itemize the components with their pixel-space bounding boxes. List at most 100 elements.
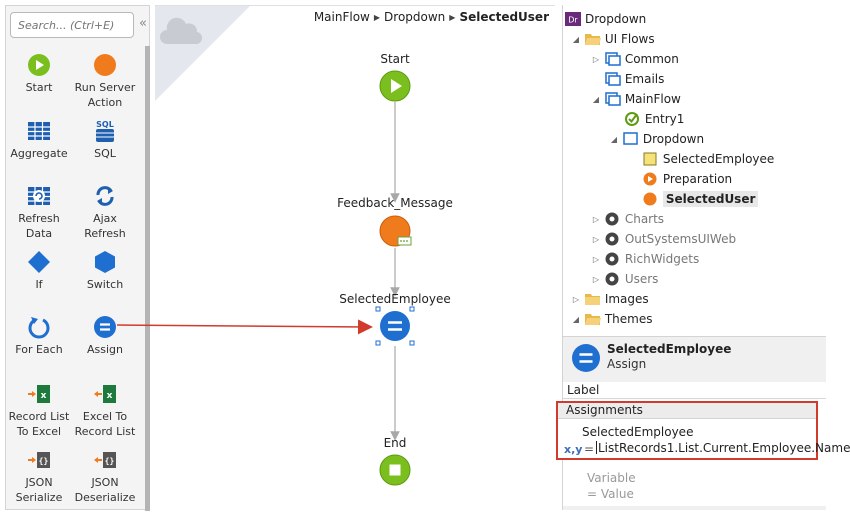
switch-icon — [95, 251, 115, 273]
ui-flow-icon — [605, 52, 621, 66]
tool-ajax-refresh[interactable]: Ajax Refresh — [72, 184, 138, 241]
tool-json-serialize[interactable]: {} JSON Serialize — [6, 448, 72, 505]
tool-assign[interactable]: Assign — [72, 315, 138, 357]
assign-icon — [94, 316, 116, 338]
tool-refresh-data[interactable]: Refresh Data — [6, 184, 72, 241]
tree-item-entry1[interactable]: Entry1 — [611, 109, 684, 129]
collapsed-arrow-icon[interactable]: ▷ — [572, 295, 580, 304]
expanded-arrow-icon[interactable]: ◢ — [610, 135, 618, 144]
tool-label: Refresh Data — [18, 212, 60, 240]
toolbox-panel: « Start Run Server Action Aggregate SQL … — [5, 5, 150, 511]
tool-run-server-action[interactable]: Run Server Action — [72, 53, 138, 110]
toolbox-scrollbar[interactable] — [145, 46, 150, 511]
tool-excel-to-record-list[interactable]: x Excel To Record List — [72, 382, 138, 439]
expanded-arrow-icon[interactable]: ◢ — [592, 95, 600, 104]
tree-item-label: OutSystemsUIWeb — [624, 232, 737, 246]
tree-item-label: Emails — [624, 72, 665, 86]
flow-canvas[interactable]: MainFlow▶Dropdown▶SelectedUser Start Fee… — [116, 5, 555, 510]
properties-subtitle: Assign — [607, 357, 647, 371]
tree-item-ui-flows[interactable]: ◢ UI Flows — [571, 29, 655, 49]
node-label-selected-employee: SelectedEmployee — [339, 292, 451, 306]
module-icon: Dr — [565, 12, 581, 26]
tree-item-themes[interactable]: ◢ Themes — [571, 309, 653, 329]
tree-item-label: RichWidgets — [624, 252, 700, 266]
assign-icon — [572, 344, 600, 372]
collapsed-arrow-icon[interactable]: ▷ — [592, 215, 600, 224]
entry-icon — [624, 112, 639, 126]
folder-open-icon — [584, 314, 601, 325]
folder-icon — [584, 294, 600, 305]
collapsed-arrow-icon[interactable]: ▷ — [592, 235, 600, 244]
tree-item-emails[interactable]: Emails — [591, 69, 664, 89]
tree-item-label: MainFlow — [624, 92, 681, 106]
server-action-node-icon[interactable] — [379, 215, 413, 249]
breadcrumb-item-dropdown[interactable]: Dropdown — [384, 10, 446, 24]
tree-item-outsystemsuiweb[interactable]: ▷ OutSystemsUIWeb — [591, 229, 736, 249]
start-node-icon[interactable] — [379, 70, 411, 102]
collapsed-arrow-icon[interactable]: ▷ — [592, 55, 600, 64]
tree-item-images[interactable]: ▷ Images — [571, 289, 649, 309]
collapse-toolbox-button[interactable]: « — [139, 16, 147, 31]
properties-header: SelectedEmployee Assign — [563, 336, 826, 382]
assignment-variable[interactable]: SelectedEmployee — [582, 425, 694, 439]
node-label-feedback: Feedback_Message — [337, 196, 453, 210]
start-icon — [28, 54, 50, 76]
tool-sql[interactable]: SQL SQL — [72, 119, 138, 161]
tree-item-label: Entry1 — [644, 112, 685, 126]
tree-item-label: Images — [604, 292, 649, 306]
assignments-caption: Assignments — [558, 403, 816, 419]
tool-label: Run Server Action — [74, 81, 136, 109]
assign-node-icon[interactable] — [375, 306, 415, 346]
tool-if[interactable]: If — [6, 250, 72, 292]
end-node-icon[interactable] — [379, 454, 411, 486]
preparation-icon — [643, 172, 657, 186]
tree-item-mainflow[interactable]: ◢ MainFlow — [591, 89, 681, 109]
tree-item-common[interactable]: ▷ Common — [591, 49, 679, 69]
assignments-section: Assignments SelectedEmployee x,y = ListR… — [556, 401, 850, 460]
label-property-row[interactable]: Label — [563, 381, 826, 399]
tree-item-label: Users — [624, 272, 659, 286]
tree-item-users[interactable]: ▷ Users — [591, 269, 659, 289]
collapsed-arrow-icon[interactable]: ▷ — [592, 255, 600, 264]
assignment-equals: = — [584, 442, 595, 456]
tree-item-dropdown-screen[interactable]: ◢ Dropdown — [609, 129, 704, 149]
tree-item-label: Charts — [624, 212, 665, 226]
tool-switch[interactable]: Switch — [72, 250, 138, 292]
flow-connectors — [116, 102, 400, 441]
tool-aggregate[interactable]: Aggregate — [6, 119, 72, 161]
tool-label: Assign — [87, 343, 123, 356]
tree-item-label: Preparation — [662, 172, 733, 186]
tree-item-label: SelectedUser — [662, 191, 759, 207]
new-assignment-variable[interactable]: Variable — [587, 471, 636, 485]
toolbox-search-input[interactable] — [10, 12, 134, 38]
tool-for-each[interactable]: For Each — [6, 315, 72, 357]
tree-item-selected-user[interactable]: SelectedUser — [629, 189, 759, 209]
tree-item-preparation[interactable]: Preparation — [629, 169, 732, 189]
module-badge-text: Dr — [568, 16, 578, 25]
assignment-value-input[interactable]: ListRecords1.List.Current.Employee.Name — [598, 441, 850, 455]
tree-item-charts[interactable]: ▷ Charts — [591, 209, 664, 229]
tool-record-list-to-excel[interactable]: x Record List To Excel — [6, 382, 72, 439]
expanded-arrow-icon[interactable]: ◢ — [572, 35, 580, 44]
breadcrumb-item-mainflow[interactable]: MainFlow — [313, 10, 370, 24]
tool-label: SQL — [94, 147, 116, 160]
tree-item-richwidgets[interactable]: ▷ RichWidgets — [591, 249, 699, 269]
if-icon — [28, 251, 50, 273]
ajax-refresh-icon — [96, 186, 114, 206]
tool-json-deserialize[interactable]: {} JSON Deserialize — [72, 448, 138, 505]
tree-item-label: Themes — [604, 312, 653, 326]
tool-start[interactable]: Start — [6, 53, 72, 95]
tool-label: Switch — [86, 278, 124, 291]
sql-icon-text: SQL — [96, 120, 114, 129]
tool-label: Excel To Record List — [74, 410, 136, 438]
breadcrumb-item-current: SelectedUser — [459, 10, 549, 24]
expanded-arrow-icon[interactable]: ◢ — [572, 315, 580, 324]
tree-item-selected-employee[interactable]: SelectedEmployee — [629, 149, 774, 169]
collapsed-arrow-icon[interactable]: ▷ — [592, 275, 600, 284]
new-assignment-value[interactable]: = Value — [587, 487, 634, 501]
tree-item-label: Common — [624, 52, 679, 66]
refresh-data-icon — [28, 187, 50, 205]
expression-editor-icon[interactable]: x,y — [564, 443, 583, 456]
screen-action-icon — [643, 192, 657, 206]
